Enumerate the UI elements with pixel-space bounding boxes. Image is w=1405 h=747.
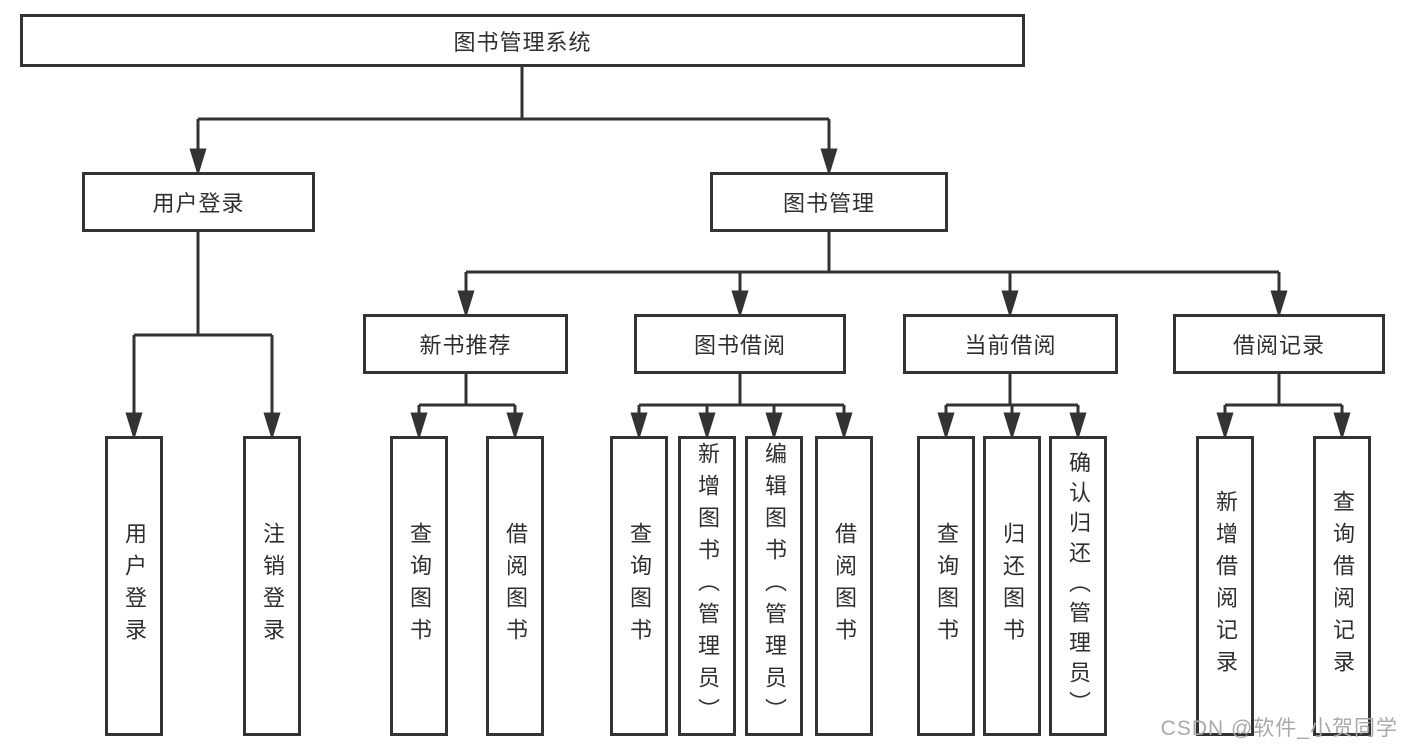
leaf-recommend-borrow-books-label: 借阅图书	[503, 522, 528, 650]
leaf-borrow-borrow-books: 借阅图书	[815, 436, 873, 736]
node-user-login: 用户登录	[82, 172, 315, 232]
node-user-login-label: 用户登录	[152, 191, 245, 216]
node-root: 图书管理系统	[20, 14, 1025, 67]
leaf-recommend-query-books-label: 查询图书	[407, 522, 432, 650]
csdn-watermark: CSDN @软件_小贺同学	[1160, 717, 1398, 740]
leaf-current-return-books: 归还图书	[983, 436, 1041, 736]
leaf-borrow-query-books: 查询图书	[610, 436, 668, 736]
leaf-logout: 注销登录	[243, 436, 301, 736]
leaf-current-query-books-label: 查询图书	[934, 522, 959, 650]
leaf-records-add-record: 新增借阅记录	[1196, 436, 1254, 736]
node-current-borrowing-label: 当前借阅	[964, 333, 1057, 358]
leaf-current-confirm-return-admin: 确认归还（管理员）	[1049, 436, 1107, 736]
leaf-records-add-record-label: 新增借阅记录	[1213, 490, 1238, 682]
leaf-user-login-label: 用户登录	[122, 522, 147, 650]
node-book-borrowing: 图书借阅	[634, 314, 846, 374]
node-borrowing-records-label: 借阅记录	[1232, 333, 1325, 358]
leaf-current-return-books-label: 归还图书	[1000, 522, 1025, 650]
leaf-user-login: 用户登录	[105, 436, 163, 736]
node-book-management-label: 图书管理	[782, 191, 875, 216]
leaf-logout-label: 注销登录	[260, 522, 285, 650]
node-book-management: 图书管理	[710, 172, 948, 232]
leaf-current-query-books: 查询图书	[917, 436, 975, 736]
leaf-borrow-edit-books-admin-label: 编辑图书（管理员）	[762, 442, 787, 730]
leaf-records-query-record: 查询借阅记录	[1313, 436, 1371, 736]
leaf-borrow-borrow-books-label: 借阅图书	[832, 522, 857, 650]
node-new-book-recommendation-label: 新书推荐	[419, 333, 512, 358]
node-new-book-recommendation: 新书推荐	[363, 314, 568, 374]
leaf-recommend-borrow-books: 借阅图书	[486, 436, 544, 736]
leaf-borrow-add-books-admin: 新增图书（管理员）	[678, 436, 736, 736]
node-borrowing-records: 借阅记录	[1173, 314, 1385, 374]
node-book-borrowing-label: 图书借阅	[693, 333, 786, 358]
node-current-borrowing: 当前借阅	[903, 314, 1118, 374]
leaf-borrow-query-books-label: 查询图书	[627, 522, 652, 650]
leaf-recommend-query-books: 查询图书	[390, 436, 448, 736]
leaf-records-query-record-label: 查询借阅记录	[1330, 490, 1355, 682]
leaf-borrow-edit-books-admin: 编辑图书（管理员）	[745, 436, 803, 736]
node-root-label: 图书管理系统	[453, 29, 592, 55]
leaf-current-confirm-return-admin-label: 确认归还（管理员）	[1066, 451, 1091, 721]
leaf-borrow-add-books-admin-label: 新增图书（管理员）	[695, 442, 720, 730]
